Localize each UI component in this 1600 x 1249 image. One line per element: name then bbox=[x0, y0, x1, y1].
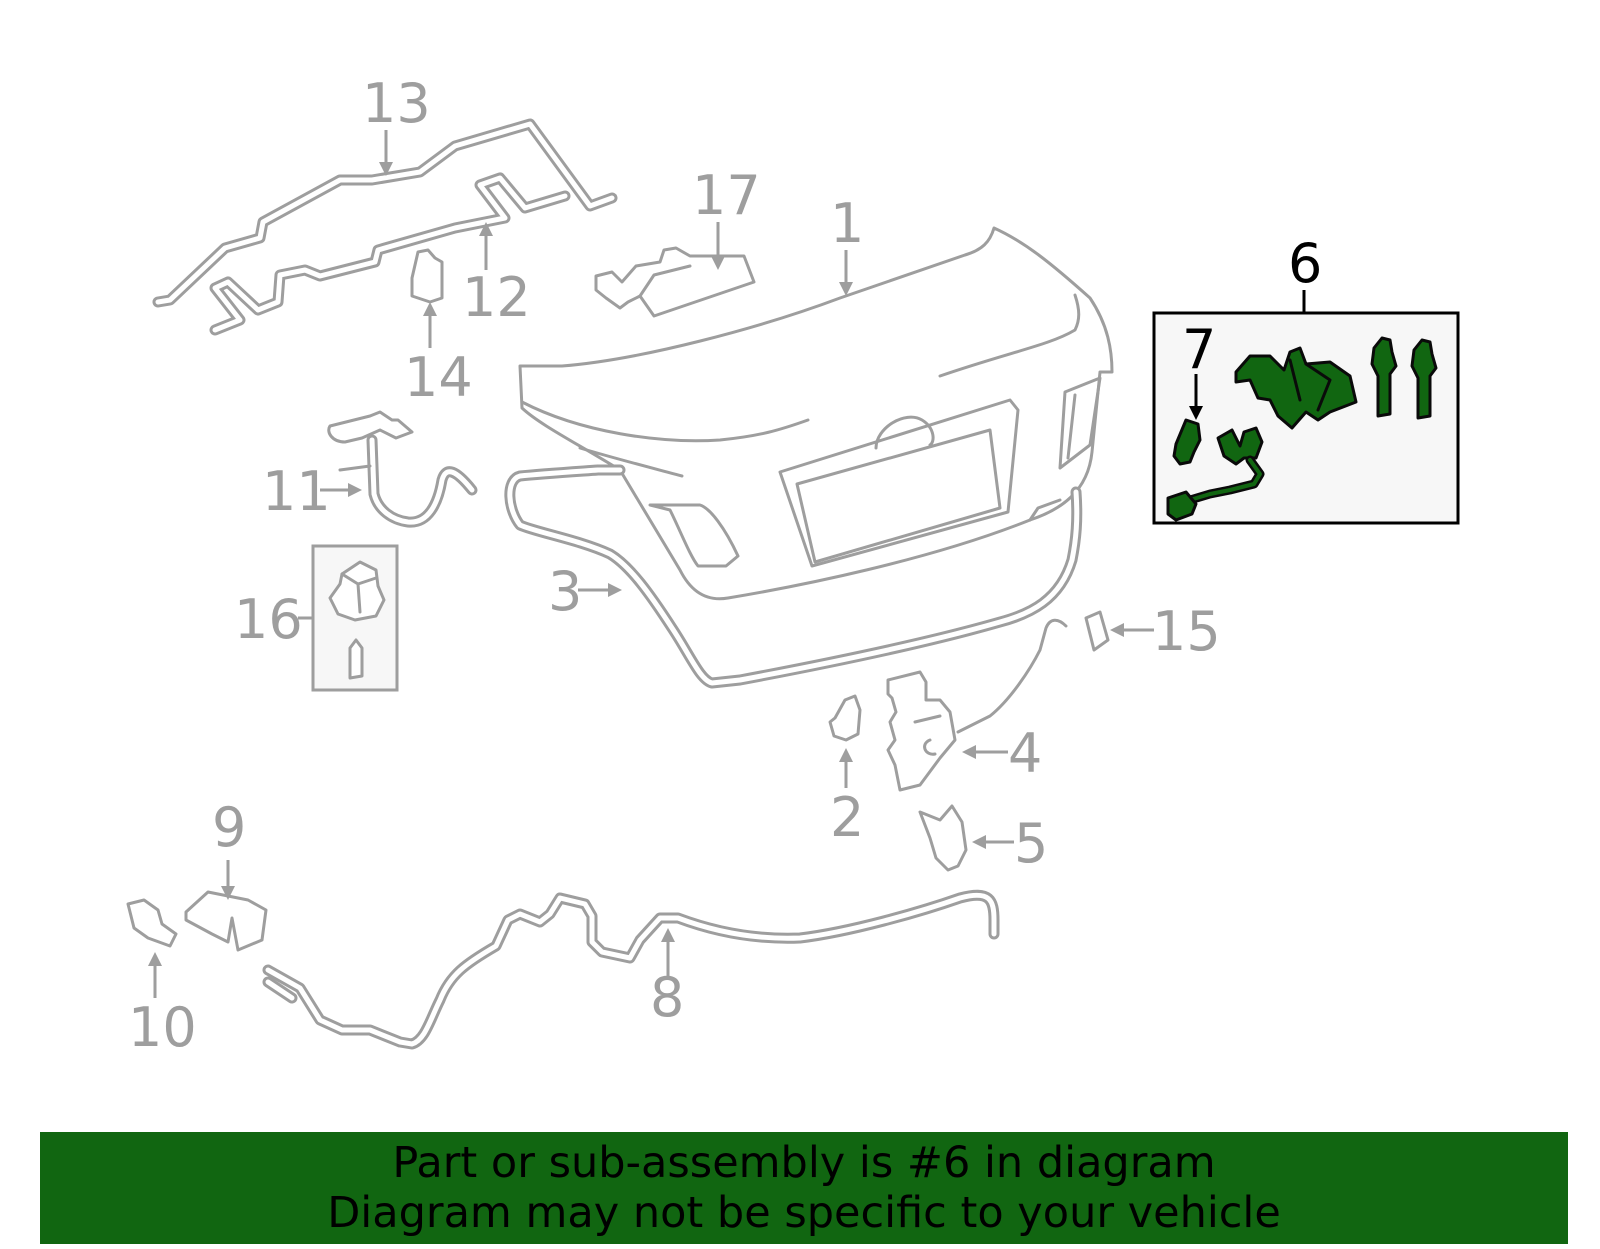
callout-7: 7 bbox=[1182, 318, 1216, 381]
part-10-bracket bbox=[126, 898, 178, 948]
callout-15: 15 bbox=[1152, 600, 1221, 663]
part-16-box bbox=[311, 544, 399, 692]
part-17-bracket bbox=[594, 246, 756, 318]
callout-1: 1 bbox=[830, 192, 864, 255]
callout-labels: 13 12 14 17 1 6 7 11 16 3 15 4 2 5 9 10 … bbox=[128, 72, 1322, 1059]
part-6-plug bbox=[1166, 490, 1198, 522]
callout-14: 14 bbox=[404, 346, 473, 409]
part-6-connector bbox=[1216, 426, 1264, 466]
part-3-weatherstrip bbox=[504, 464, 1083, 689]
callout-13: 13 bbox=[362, 72, 431, 135]
part-2-bumper bbox=[828, 694, 862, 742]
part-12-cable bbox=[209, 172, 571, 336]
callout-8: 8 bbox=[650, 966, 684, 1029]
part-9-bracket bbox=[184, 890, 268, 952]
callout-3: 3 bbox=[548, 560, 582, 623]
part-6-key-right bbox=[1410, 338, 1438, 420]
part-8-cable bbox=[262, 889, 1000, 1050]
part-4-latch bbox=[886, 618, 1068, 792]
part-5-cover bbox=[918, 804, 968, 872]
callout-6: 6 bbox=[1288, 232, 1322, 295]
part-13-cable bbox=[152, 118, 618, 308]
callout-11: 11 bbox=[262, 460, 331, 523]
leader-lines bbox=[148, 130, 1154, 998]
part-7-switch bbox=[1172, 418, 1202, 466]
part-14-clip bbox=[410, 248, 444, 304]
callout-9: 9 bbox=[212, 796, 246, 859]
part-15-seal bbox=[1084, 610, 1110, 652]
callout-4: 4 bbox=[1008, 722, 1042, 785]
banner-line-1: Part or sub-assembly is #6 in diagram bbox=[392, 1138, 1216, 1188]
part-6-kit-box bbox=[1152, 311, 1460, 525]
part-6-key-left bbox=[1370, 336, 1398, 418]
banner-line-2: Diagram may not be specific to your vehi… bbox=[327, 1188, 1281, 1238]
callout-16: 16 bbox=[234, 588, 303, 651]
callout-5: 5 bbox=[1014, 812, 1048, 875]
callout-17: 17 bbox=[692, 164, 761, 227]
part-11-hinge bbox=[327, 410, 478, 528]
callout-10: 10 bbox=[128, 996, 197, 1059]
info-banner: Part or sub-assembly is #6 in diagram Di… bbox=[40, 1132, 1568, 1244]
part-1-trunk-lid bbox=[518, 226, 1114, 601]
callout-12: 12 bbox=[462, 266, 531, 329]
leader-lines-highlight bbox=[1189, 290, 1306, 420]
callout-2: 2 bbox=[830, 786, 864, 849]
